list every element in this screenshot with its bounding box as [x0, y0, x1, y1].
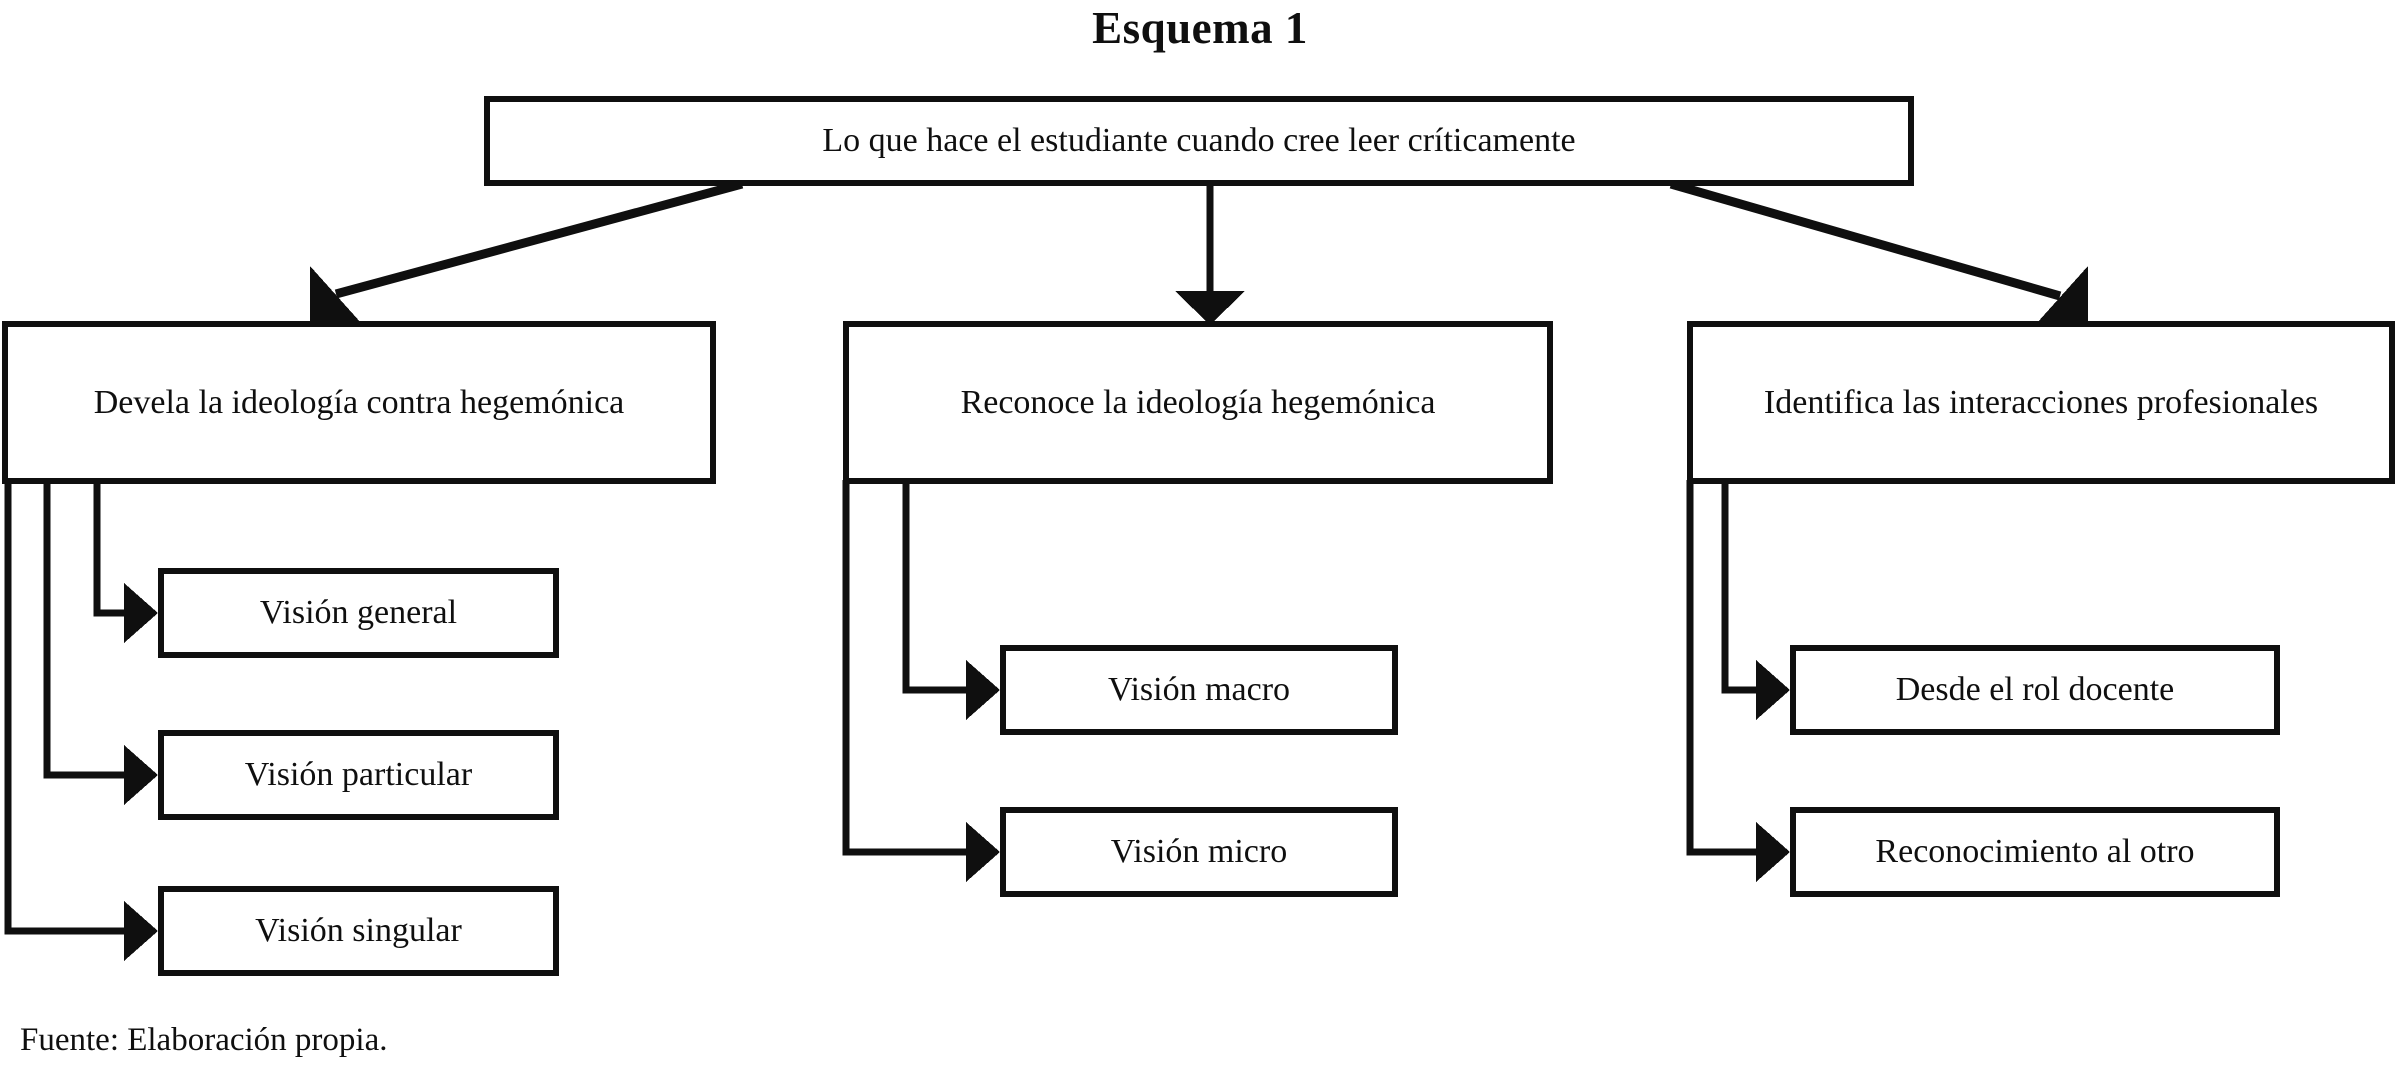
- node-vision-general: Visión general: [158, 568, 559, 658]
- diagram-title: Esquema 1: [1092, 3, 1308, 53]
- node-root: Lo que hace el estudiante cuando cree le…: [484, 96, 1914, 186]
- arrow-right-icon: [124, 745, 158, 805]
- node-branch-identifica: Identifica las interacciones profesional…: [1687, 321, 2395, 484]
- source-note: Fuente: Elaboración propia.: [20, 1022, 388, 1058]
- connector-root-left: [334, 179, 744, 299]
- arrow-right-icon: [966, 660, 1000, 720]
- node-branch-devela: Devela la ideología contra hegemónica: [2, 321, 716, 484]
- arrow-down-icon: [1175, 291, 1245, 325]
- node-desde-rol-docente: Desde el rol docente: [1790, 645, 2280, 735]
- arrow-right-icon: [966, 822, 1000, 882]
- connector-center-micro: [842, 480, 970, 856]
- node-branch-reconoce: Reconoce la ideología hegemónica: [843, 321, 1553, 484]
- connector-root-right: [1669, 179, 2062, 301]
- node-vision-particular: Visión particular: [158, 730, 559, 820]
- arrow-right-icon: [124, 901, 158, 961]
- connector-right-desde: [1721, 480, 1760, 694]
- arrow-right-icon: [1756, 822, 1790, 882]
- arrow-down-left-icon: [310, 266, 362, 324]
- connector-left-singular: [4, 480, 128, 935]
- node-vision-singular: Visión singular: [158, 886, 559, 976]
- connector-left-general: [93, 480, 128, 617]
- node-vision-micro: Visión micro: [1000, 807, 1398, 897]
- arrow-right-icon: [124, 583, 158, 643]
- connector-center-macro: [902, 480, 970, 694]
- connector-left-particular: [43, 480, 128, 779]
- arrow-right-icon: [1756, 660, 1790, 720]
- node-vision-macro: Visión macro: [1000, 645, 1398, 735]
- node-reconocimiento-al-otro: Reconocimiento al otro: [1790, 807, 2280, 897]
- arrow-down-right-icon: [2036, 266, 2088, 324]
- connector-right-reconocimiento: [1686, 480, 1760, 856]
